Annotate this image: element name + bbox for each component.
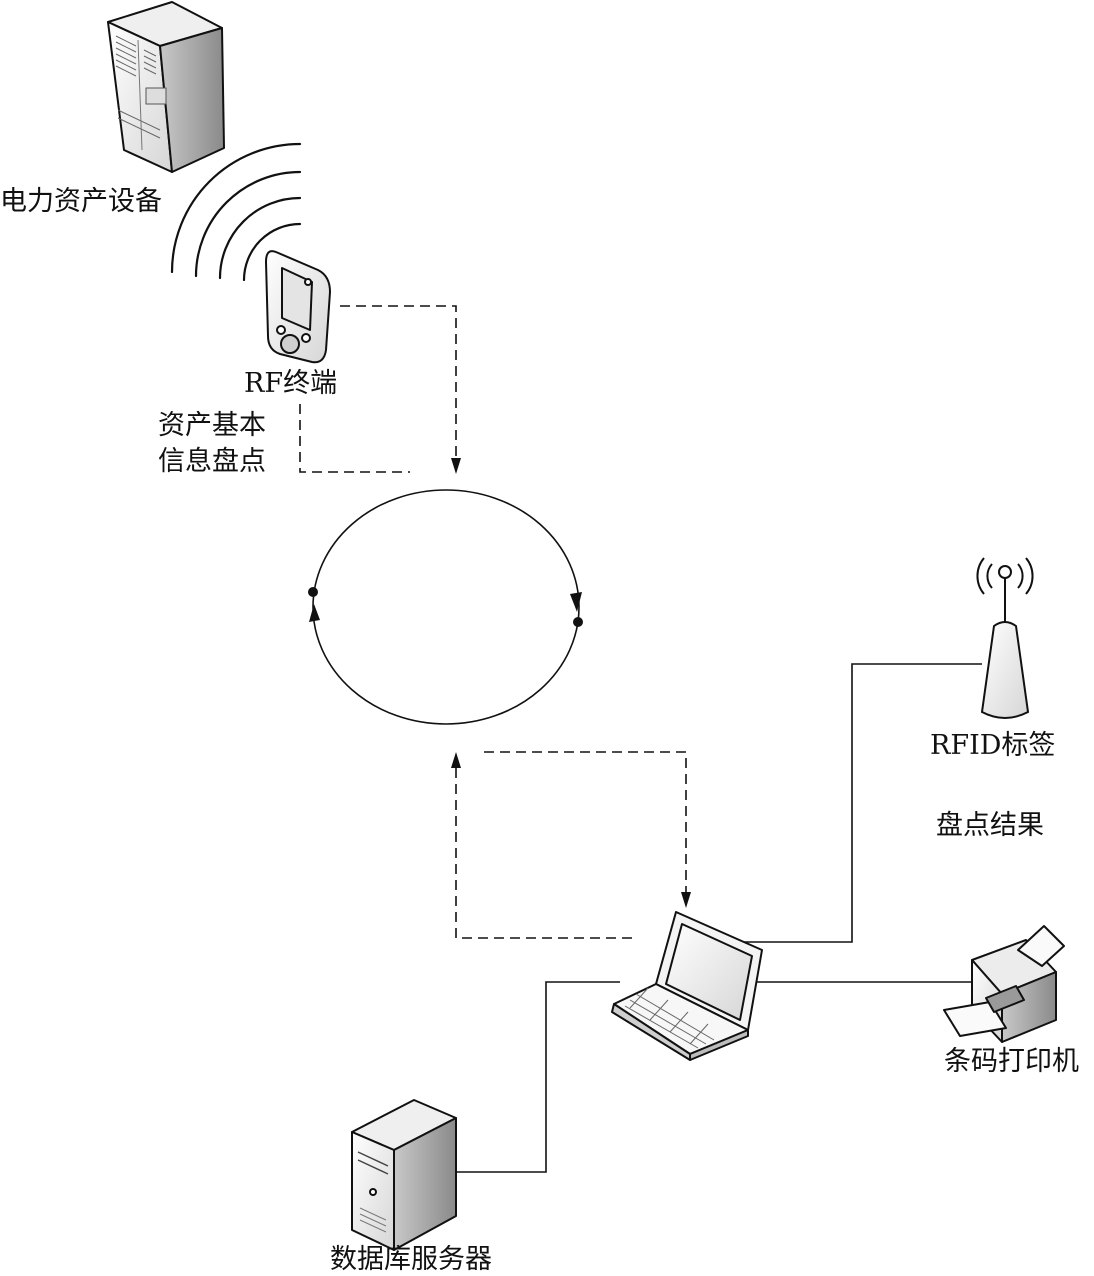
label-database-server: 数据库服务器 (330, 1244, 492, 1275)
arrowhead-down-bottom (681, 892, 691, 908)
label-asset-info-line2: 信息盘点 (158, 446, 266, 477)
label-inventory-result: 盘点结果 (936, 810, 1044, 841)
network-connections (456, 663, 982, 1173)
label-rfid-tag: RFID标签 (930, 730, 1056, 761)
data-flow-dashed-bottom (455, 751, 687, 939)
arrowhead-down-top (451, 458, 461, 474)
cycle-circle (308, 489, 583, 725)
laptop-icon (611, 911, 763, 1061)
wireless-signal-icon (170, 142, 302, 282)
printer-icon (943, 925, 1065, 1043)
arrowhead-up-bottom (451, 752, 461, 768)
label-power-asset-device: 电力资产设备 (0, 186, 162, 217)
label-rf-terminal: RF终端 (244, 368, 338, 399)
handheld-device-icon (265, 250, 331, 364)
rfid-antenna-icon (976, 557, 1034, 719)
label-asset-info-line1: 资产基本 (158, 410, 266, 441)
data-flow-dashed-top (299, 305, 457, 473)
label-barcode-printer: 条码打印机 (944, 1046, 1079, 1077)
tower-server-icon (351, 1099, 457, 1251)
rack-server-icon (107, 1, 225, 173)
